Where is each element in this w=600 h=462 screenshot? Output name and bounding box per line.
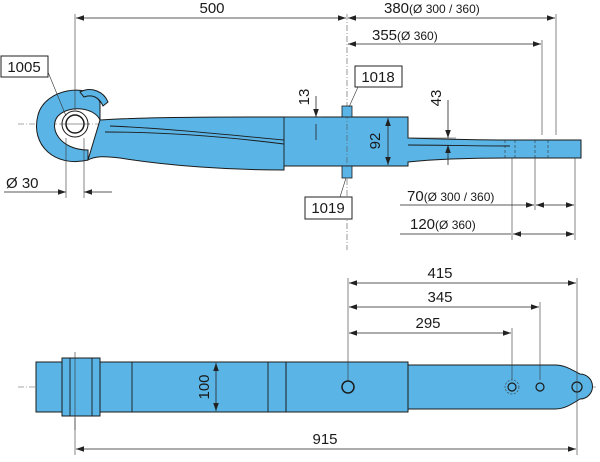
tag-1005: 1005 [7,59,40,76]
tag-1018-leader [348,86,359,108]
tag-1019-leader [339,177,347,198]
dim-120-text: 120(Ø 360) [410,216,476,233]
spring-eye [36,89,101,162]
dim-70-text: 70(Ø 300 / 360) [407,188,494,205]
dim-915-text: 915 [312,431,337,448]
side-view: 500 380(Ø 300 / 360) 355(Ø 360) 13 43 92… [0,0,582,250]
main-leaf-body [87,116,582,171]
dim-415-text: 415 [427,265,452,282]
center-bolt-bottom [341,165,353,179]
leaf-line-2 [104,131,285,145]
wrap-leaf [79,89,109,107]
center-bolt-top [341,105,353,118]
leaf-line-3 [407,144,511,147]
top-hole-2 [535,382,545,392]
dim-500-text: 500 [199,0,224,17]
tag-1018-box [354,65,403,88]
top-center-hole [341,380,355,394]
top-view: 415 345 295 100 915 [18,265,598,455]
tag-1018: 1018 [361,69,394,86]
dim-13-text: 13 [296,89,313,106]
tag-1005-leader [47,71,67,117]
dim-30-text: Ø 30 [6,175,39,192]
top-eye-block [61,357,101,417]
tag-1019-box [304,196,353,220]
dim-355-text: 355(Ø 360) [372,27,438,44]
dim-92-text: 92 [367,133,384,150]
top-hole-1 [507,382,517,392]
leaf-line-1 [109,125,285,141]
dim-380-text: 380(Ø 300 / 360) [384,0,480,17]
dim-100-text: 100 [196,374,213,399]
tag-1019: 1019 [311,200,344,217]
dim-295-text: 295 [415,315,440,332]
tag-1005-box [0,55,49,78]
dim-43-text: 43 [428,90,445,107]
dim-345-text: 345 [427,289,452,306]
